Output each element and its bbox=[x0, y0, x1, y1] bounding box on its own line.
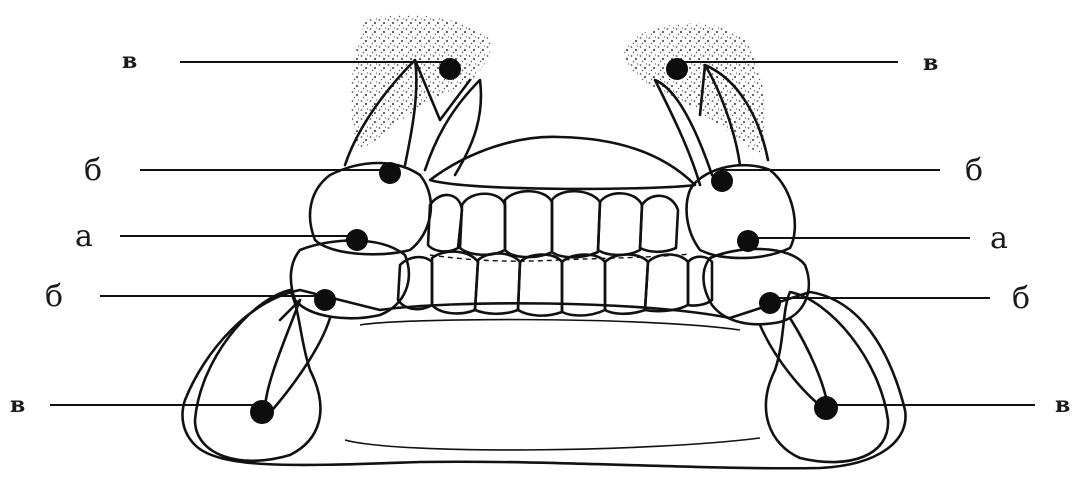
lower-right-molar bbox=[704, 249, 809, 324]
label-v-upper-right: в bbox=[923, 50, 938, 76]
point-b-lower-right bbox=[759, 292, 781, 314]
point-b-upper-right bbox=[711, 170, 733, 192]
bone-upper-right bbox=[624, 24, 765, 155]
label-v-upper-left: в bbox=[122, 48, 137, 74]
point-a-left bbox=[346, 229, 368, 251]
label-b-upper-right: б bbox=[965, 153, 983, 188]
label-b-lower-left: б bbox=[45, 279, 63, 314]
point-v-lower-right bbox=[814, 396, 838, 420]
point-a-right bbox=[737, 230, 759, 252]
leader-lines bbox=[50, 62, 1035, 405]
point-v-upper-right bbox=[666, 58, 688, 80]
lower-incisors bbox=[398, 252, 712, 316]
point-v-upper-left bbox=[439, 58, 461, 80]
bone-socket-lower-left bbox=[195, 290, 320, 461]
label-a-right: а bbox=[990, 221, 1008, 256]
point-v-lower-left bbox=[250, 400, 274, 424]
point-b-upper-left bbox=[379, 162, 401, 184]
label-v-lower-right: в bbox=[1055, 392, 1070, 418]
label-b-lower-right: б bbox=[1012, 281, 1030, 316]
label-v-lower-left: в bbox=[10, 392, 25, 418]
mandible-inner-shading bbox=[345, 320, 760, 450]
label-a-left: а bbox=[75, 219, 93, 254]
bone-socket-lower-right bbox=[766, 292, 888, 462]
upper-incisors bbox=[428, 191, 678, 257]
label-b-upper-left: б bbox=[84, 153, 102, 188]
lower-right-molar-root bbox=[760, 318, 828, 410]
point-b-lower-left bbox=[314, 289, 336, 311]
